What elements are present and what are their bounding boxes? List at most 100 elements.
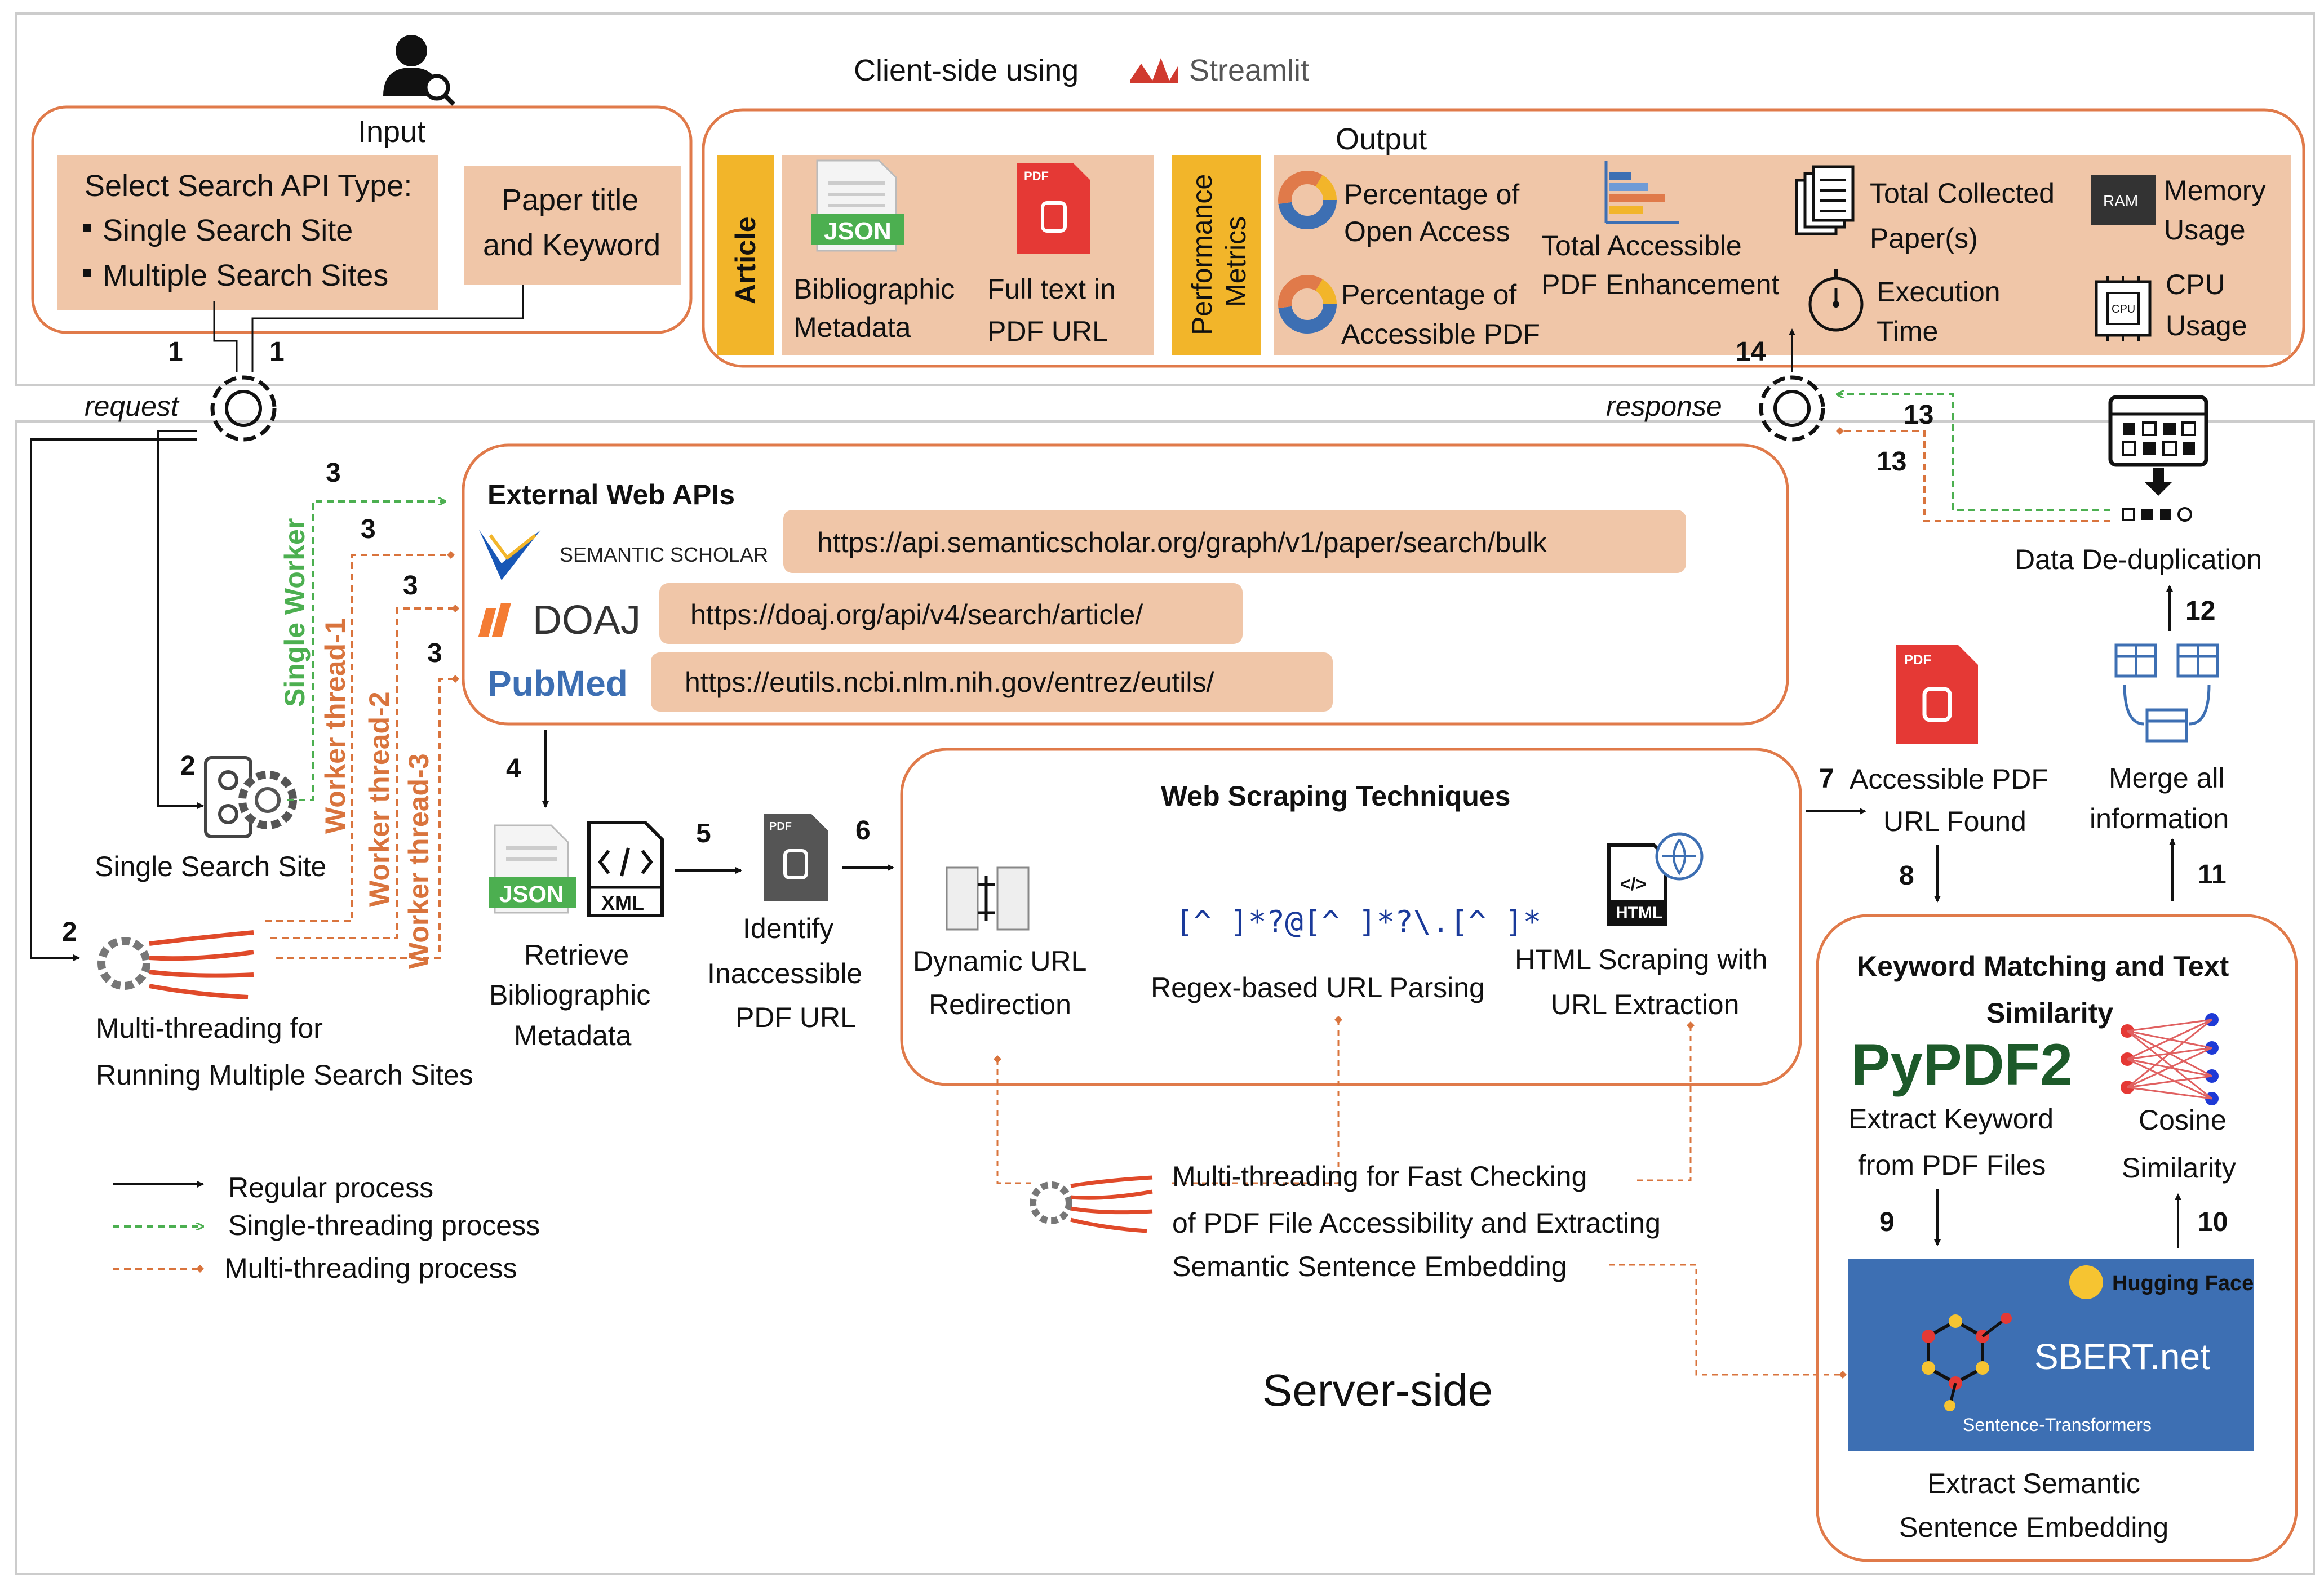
user-search-icon <box>383 35 455 106</box>
pdf-file-icon: PDF <box>1017 163 1090 254</box>
step-number: 1 <box>168 337 183 367</box>
input-title: Input <box>358 115 425 149</box>
api-url-semantic[interactable]: https://api.semanticscholar.org/graph/v1… <box>817 527 1547 558</box>
regex-pattern: [^ ]*?@[^ ]*?\.[^ ]* <box>1175 904 1541 940</box>
perf-label-line1: Performance <box>1186 174 1218 335</box>
response-gear-icon <box>1759 375 1825 442</box>
merge-tables-icon <box>2114 643 2219 743</box>
request-label: request <box>85 390 180 422</box>
pct-open-line1: Percentage of <box>1344 179 1519 210</box>
step-number: 12 <box>2185 596 2215 626</box>
execution-time-line2: Time <box>1877 315 1938 347</box>
identify-line3: PDF URL <box>735 1002 856 1033</box>
multi-thread-return-arrow <box>1836 427 2110 522</box>
web-scraping-title: Web Scraping Techniques <box>1161 780 1510 812</box>
step-number: 3 <box>427 638 442 668</box>
fast-check-line2: of PDF File Accessibility and Extracting <box>1172 1207 1661 1239</box>
step-number: 11 <box>2198 860 2227 890</box>
api-url-pubmed[interactable]: https://eutils.ncbi.nlm.nih.gov/entrez/e… <box>685 666 1214 698</box>
pdf-file-icon: PDF <box>764 814 828 901</box>
single-site-gear-icon <box>204 756 297 838</box>
paper-title-line1: Paper title <box>502 183 638 217</box>
pdf-label: PDF <box>1904 652 1931 668</box>
extract-keyword-line2: from PDF Files <box>1858 1149 2046 1181</box>
api-option-multiple[interactable]: Multiple Search Sites <box>103 259 388 292</box>
step-number: 2 <box>62 917 77 947</box>
server-title: Server-side <box>1262 1365 1493 1415</box>
paper-title-box[interactable] <box>464 166 681 285</box>
input-panel <box>31 105 693 334</box>
connector <box>213 301 238 372</box>
legend-single-label: Single-threading process <box>228 1210 540 1241</box>
step-number: 3 <box>326 458 341 488</box>
retrieve-line3: Metadata <box>514 1020 632 1051</box>
cosine-line2: Similarity <box>2122 1152 2236 1184</box>
multi-thread-link <box>1637 1021 1695 1181</box>
network-icon <box>2121 1013 2219 1105</box>
json-label: JSON <box>824 217 892 245</box>
fast-check-line1: Multi-threading for Fast Checking <box>1172 1161 1587 1192</box>
memory-line1: Memory <box>2164 175 2266 206</box>
sbert-name: SBERT.net <box>2034 1336 2210 1377</box>
donut-chart-icon <box>1278 171 1337 229</box>
single-worker-arrow <box>287 501 445 801</box>
article-label: Article <box>730 216 761 304</box>
external-apis-title: External Web APIs <box>487 479 735 510</box>
xml-label: XML <box>601 891 644 914</box>
fulltext-line2: PDF URL <box>987 315 1108 347</box>
multi-thread-link <box>1172 1016 1342 1184</box>
bar-chart-icon <box>1604 161 1679 224</box>
step-number: 3 <box>403 571 418 601</box>
cpu-label: CPU <box>2112 303 2135 315</box>
server-panel <box>15 420 2315 1575</box>
memory-line2: Usage <box>2164 214 2246 246</box>
multi-threading-line2: Running Multiple Search Sites <box>96 1059 473 1091</box>
cpu-line2: Usage <box>2166 310 2247 341</box>
identify-line1: Identify <box>743 913 833 944</box>
dynamic-url-line2: Redirection <box>929 989 1071 1020</box>
output-title: Output <box>1336 122 1427 156</box>
step-number: 3 <box>361 514 376 544</box>
api-type-label: Select Search API Type: <box>85 169 412 203</box>
html-scraping-line2: URL Extraction <box>1551 989 1739 1020</box>
worker-thread-2-arrow <box>270 605 459 939</box>
paper-title-line2: and Keyword <box>483 228 660 262</box>
deduplication-icon <box>2108 395 2208 522</box>
regex-label: Regex-based URL Parsing <box>1151 972 1485 1003</box>
worker-thread-3-label: Worker thread-3 <box>403 753 434 969</box>
pct-open-line2: Open Access <box>1344 216 1510 247</box>
response-label: response <box>1606 390 1722 422</box>
legend-regular-label: Regular process <box>228 1172 433 1203</box>
dedup-label: Data De-duplication <box>2015 544 2262 575</box>
keyword-title-line2: Similarity <box>1986 997 2113 1029</box>
step-number: 7 <box>1819 764 1834 794</box>
perf-label-line2: Metrics <box>1220 216 1252 307</box>
pct-pdf-line1: Percentage of <box>1341 279 1516 310</box>
bullet-icon <box>83 269 91 277</box>
external-apis-panel <box>462 443 1789 726</box>
pubmed-name: PubMed <box>487 663 628 704</box>
json-label: JSON <box>499 881 564 907</box>
doaj-logo <box>478 603 511 637</box>
pdf-file-icon: PDF <box>1896 645 1978 744</box>
donut-chart-icon <box>1278 275 1337 334</box>
cosine-line1: Cosine <box>2139 1104 2227 1136</box>
single-search-site-label: Single Search Site <box>95 851 326 882</box>
fast-check-line3: Semantic Sentence Embedding <box>1172 1251 1567 1282</box>
pypdf-logo: PyPDF2 <box>1851 1032 2073 1097</box>
perf-tag <box>1172 155 1261 355</box>
keyword-title-line1: Keyword Matching and Text <box>1857 950 2229 982</box>
accessible-pdf-line1: Accessible PDF <box>1850 763 2048 795</box>
ram-icon: RAM <box>2091 175 2156 225</box>
step-number: 1 <box>269 337 285 367</box>
step-number: 10 <box>2198 1207 2228 1237</box>
ram-label: RAM <box>2103 192 2138 210</box>
api-url-box <box>659 583 1243 644</box>
merge-line2: information <box>2090 803 2229 834</box>
step-number: 13 <box>1877 447 1906 477</box>
sbert-caption-line2: Sentence Embedding <box>1899 1512 2168 1543</box>
worker-thread-1-arrow <box>265 551 455 922</box>
api-url-doaj[interactable]: https://doaj.org/api/v4/search/article/ <box>690 599 1143 630</box>
api-option-single[interactable]: Single Search Site <box>103 214 353 247</box>
xml-file-icon: XML <box>587 821 664 917</box>
